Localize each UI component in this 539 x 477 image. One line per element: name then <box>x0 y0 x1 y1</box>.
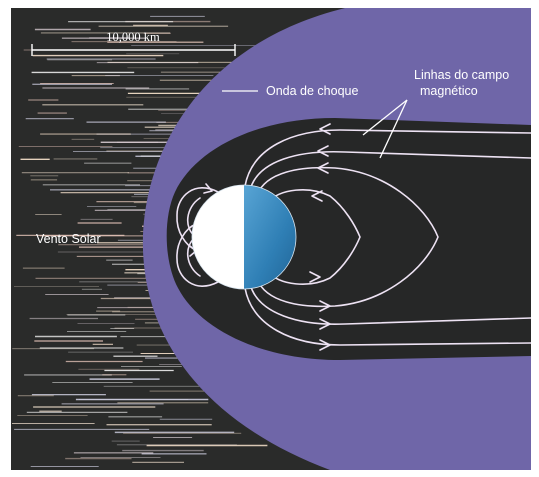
solar-wind-label: Vento Solar <box>36 232 101 246</box>
scale-bar-label: 10,000 km <box>106 30 160 44</box>
field-lines-label-line1: Linhas do campo <box>414 68 509 82</box>
planet-icon <box>191 184 297 290</box>
scale-bar <box>31 44 236 56</box>
field-lines-label-line2: magnético <box>420 84 478 98</box>
field-lines-pointers <box>362 99 408 159</box>
magnetic-field-lines <box>176 129 531 346</box>
bow-shock-label: Onda de choque <box>266 84 358 98</box>
field-line-arrows <box>189 123 331 351</box>
